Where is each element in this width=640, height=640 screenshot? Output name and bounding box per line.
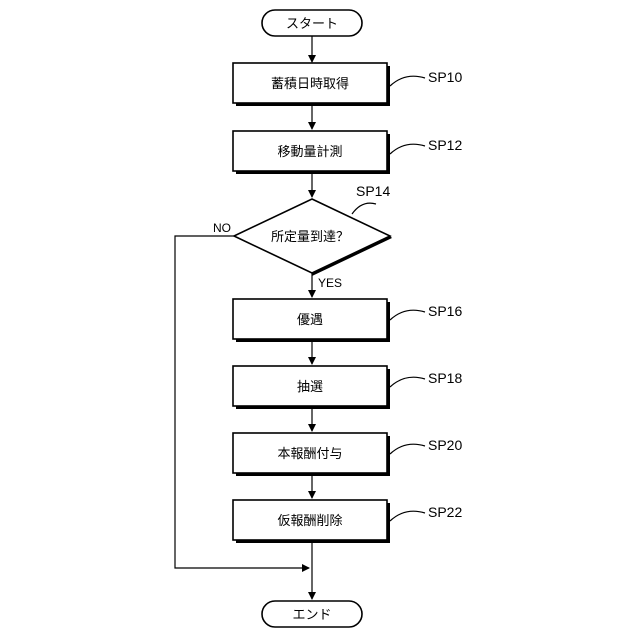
start-label: スタート [286,17,338,32]
decision-label: 所定量到達？ [271,230,349,245]
step-leader [390,444,425,454]
process-label: 仮報酬削除 [277,514,342,529]
process-box-sp20: 本報酬付与 [233,433,390,476]
yes-label: YES [318,276,342,290]
process-label: 移動量計測 [277,144,342,160]
step-number: SP14 [356,183,390,199]
step-number: SP10 [428,69,462,85]
step-leader [390,76,425,86]
step-leader [390,144,425,154]
step-leader [390,511,425,521]
process-label: 本報酬付与 [277,447,342,462]
process-box-sp12: 移動量計測 [233,131,390,174]
process-box-sp10: 蓄積日時取得 [233,63,390,106]
process-label: 蓄積日時取得 [271,76,349,92]
step-number: SP22 [428,504,462,520]
start-terminal: スタート [262,10,362,36]
end-terminal: エンド [262,601,362,627]
process-box-sp22: 仮報酬削除 [233,500,390,543]
process-box-sp16: 優遇 [233,299,390,342]
process-box-sp18: 抽選 [233,366,390,409]
step-leader [352,203,376,214]
process-label: 優遇 [297,313,323,328]
step-leader [390,310,425,320]
step-number: SP16 [428,303,462,319]
end-label: エンド [292,608,331,623]
step-number: SP20 [428,437,462,453]
no-label: NO [213,221,231,235]
step-number: SP12 [428,137,462,153]
decision-diamond: 所定量到達？ [234,199,392,276]
process-label: 抽選 [297,380,323,395]
step-leader [390,377,425,387]
step-number: SP18 [428,370,462,386]
